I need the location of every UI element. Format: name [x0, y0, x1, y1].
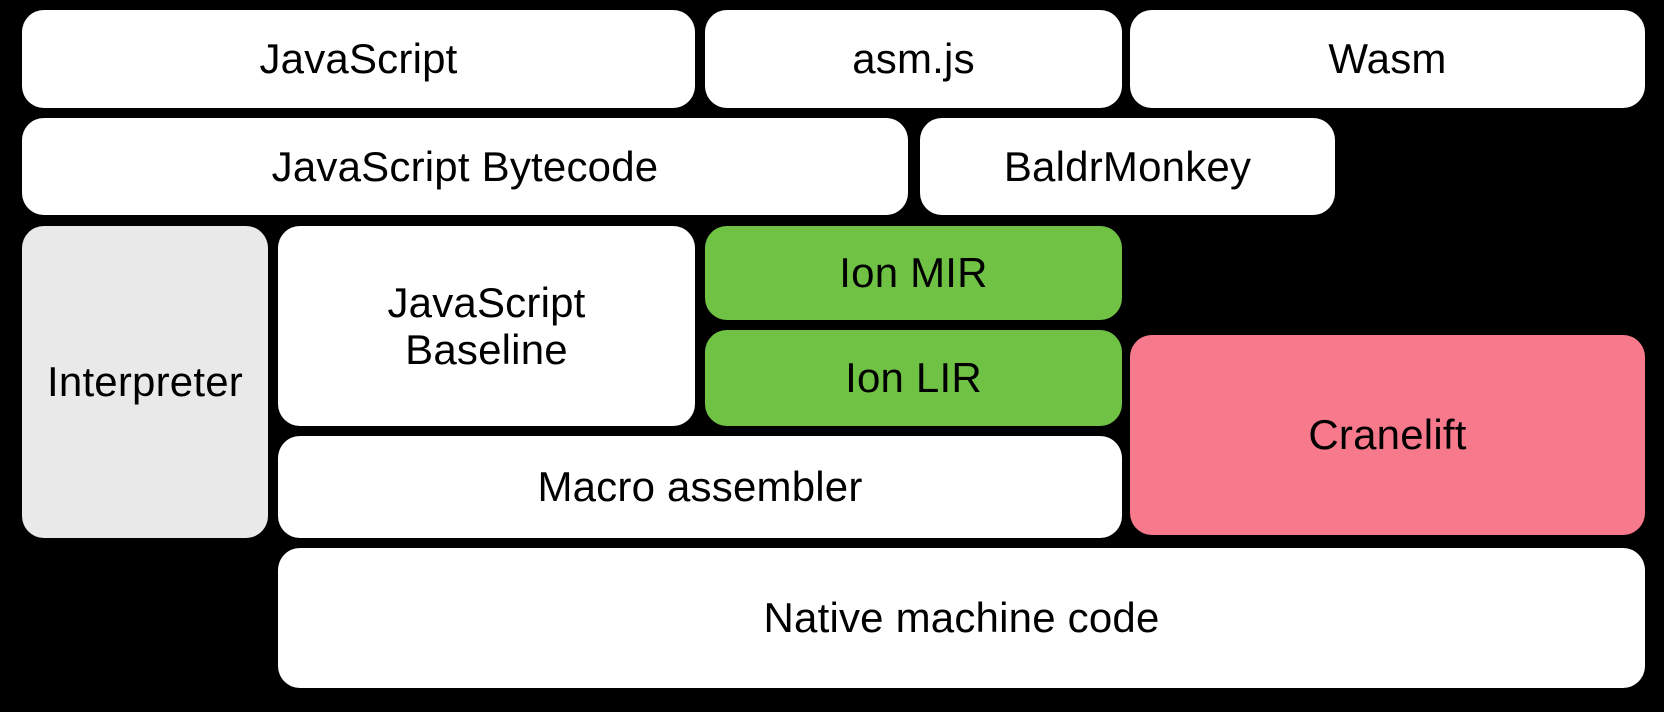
node-interpreter[interactable]: Interpreter [22, 226, 268, 538]
node-cranelift[interactable]: Cranelift [1130, 335, 1645, 535]
node-javascript[interactable]: JavaScript [22, 10, 695, 108]
node-ion-mir[interactable]: Ion MIR [705, 226, 1122, 320]
node-javascript-bytecode[interactable]: JavaScript Bytecode [22, 118, 908, 215]
node-native-machine-code[interactable]: Native machine code [278, 548, 1645, 688]
node-ion-lir[interactable]: Ion LIR [705, 330, 1122, 426]
node-macro-assembler[interactable]: Macro assembler [278, 436, 1122, 538]
node-wasm[interactable]: Wasm [1130, 10, 1645, 108]
node-asm-js[interactable]: asm.js [705, 10, 1122, 108]
node-javascript-baseline[interactable]: JavaScript Baseline [278, 226, 695, 426]
node-baldrmonkey[interactable]: BaldrMonkey [920, 118, 1335, 215]
